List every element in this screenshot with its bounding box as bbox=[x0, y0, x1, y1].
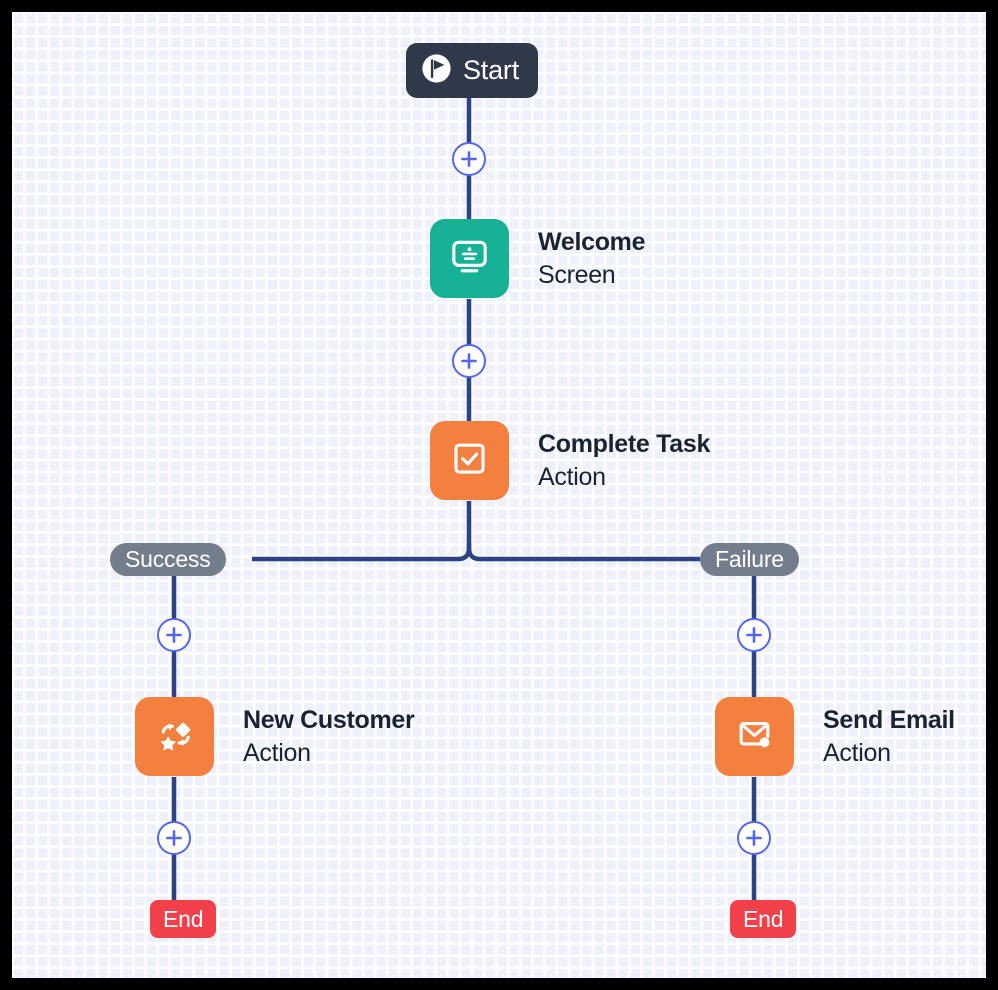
complete-task-subtitle: Action bbox=[538, 462, 606, 491]
new-customer-subtitle: Action bbox=[243, 738, 311, 767]
send-email-subtitle: Action bbox=[823, 738, 891, 767]
edge-junction-success bbox=[252, 543, 472, 562]
welcome-screen-title: Welcome bbox=[538, 227, 646, 256]
add-step-button-failure-to-send-email[interactable] bbox=[737, 618, 771, 652]
new-customer-title: New Customer bbox=[243, 705, 415, 734]
plus-icon bbox=[166, 627, 182, 643]
branch-label-failure-text: Failure bbox=[715, 546, 784, 572]
plus-icon bbox=[461, 353, 477, 369]
welcome-screen-node[interactable]: Welcome Screen bbox=[430, 219, 646, 298]
complete-task-text: Complete Task Action bbox=[538, 428, 710, 494]
edge-junction-failure bbox=[466, 543, 700, 562]
start-node[interactable]: Start bbox=[406, 43, 539, 98]
workflow-canvas[interactable]: Start Welcome Screen bbox=[12, 12, 986, 978]
add-step-button-start-to-welcome[interactable] bbox=[452, 142, 486, 176]
branch-label-success[interactable]: Success bbox=[110, 543, 226, 576]
end-node-success-label: End bbox=[163, 905, 204, 932]
new-customer-text: New Customer Action bbox=[243, 704, 415, 770]
branch-label-failure[interactable]: Failure bbox=[700, 543, 799, 576]
new-customer-icon-tile bbox=[135, 697, 214, 776]
plus-icon bbox=[746, 830, 762, 846]
send-email-node[interactable]: Send Email Action bbox=[715, 697, 955, 776]
monitor-screen-icon bbox=[446, 233, 493, 285]
welcome-screen-subtitle: Screen bbox=[538, 260, 616, 289]
plus-icon bbox=[461, 151, 477, 167]
clipboard-check-icon bbox=[446, 435, 493, 487]
plus-icon bbox=[166, 830, 182, 846]
welcome-screen-icon-tile bbox=[430, 219, 509, 298]
complete-task-icon-tile bbox=[430, 421, 509, 500]
end-node-failure-branch[interactable]: End bbox=[730, 900, 797, 938]
send-email-text: Send Email Action bbox=[823, 704, 955, 770]
add-step-button-send-email-to-end[interactable] bbox=[737, 821, 771, 855]
end-node-success-branch[interactable]: End bbox=[150, 900, 217, 938]
start-node-label: Start bbox=[463, 55, 520, 85]
flag-circle-icon bbox=[419, 51, 454, 91]
welcome-screen-text: Welcome Screen bbox=[538, 226, 646, 292]
send-email-icon-tile bbox=[715, 697, 794, 776]
envelope-dot-icon bbox=[731, 711, 778, 763]
end-node-failure-label: End bbox=[743, 905, 784, 932]
send-email-title: Send Email bbox=[823, 705, 955, 734]
complete-task-title: Complete Task bbox=[538, 429, 711, 458]
complete-task-node[interactable]: Complete Task Action bbox=[430, 421, 710, 500]
add-step-button-welcome-to-task[interactable] bbox=[452, 344, 486, 378]
new-customer-node[interactable]: New Customer Action bbox=[135, 697, 415, 776]
add-step-button-new-customer-to-end[interactable] bbox=[157, 821, 191, 855]
branch-label-success-text: Success bbox=[125, 546, 211, 572]
plus-icon bbox=[746, 627, 762, 643]
sparkle-shapes-icon bbox=[151, 711, 198, 763]
add-step-button-success-to-new-customer[interactable] bbox=[157, 618, 191, 652]
